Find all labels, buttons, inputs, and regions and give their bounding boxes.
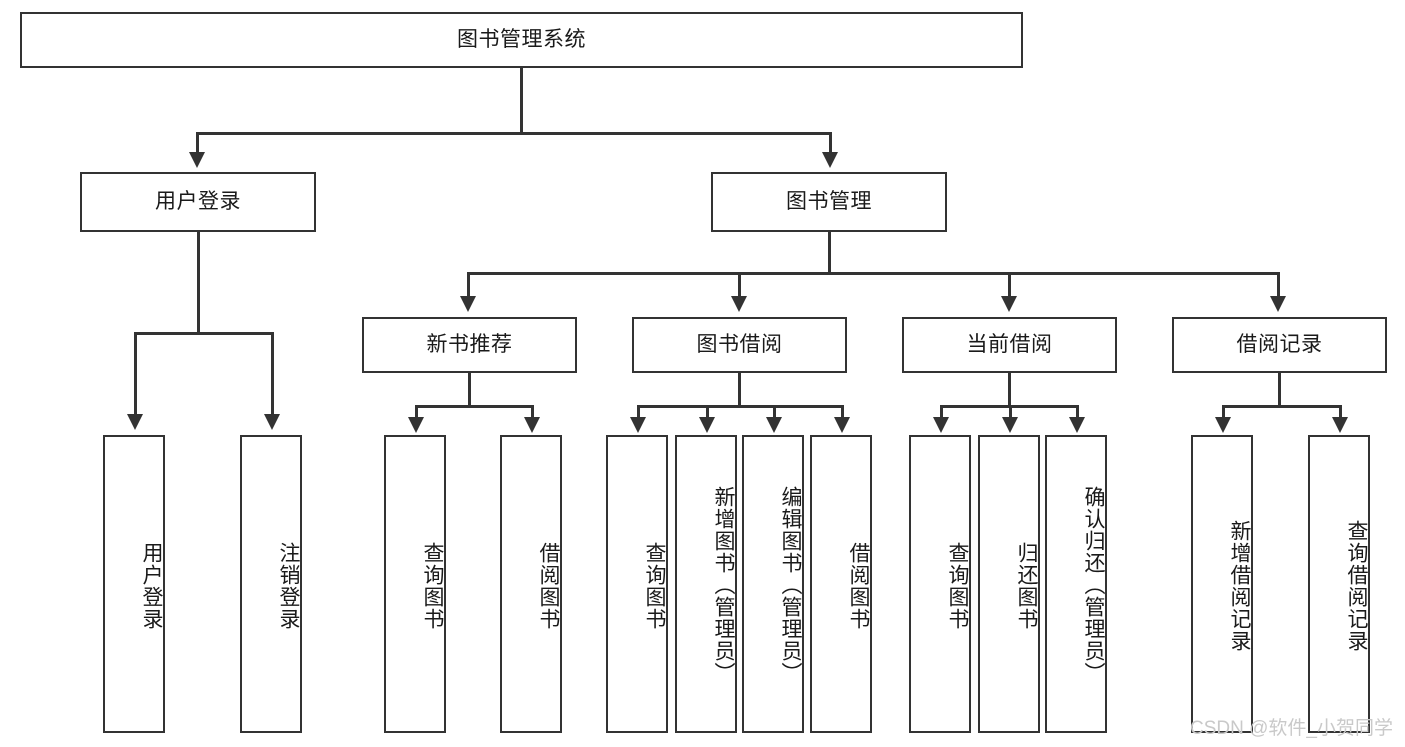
arrow-book-borrow-to-leaf-3 <box>834 417 850 433</box>
leaf-new-book-0[interactable]: 查询图书 <box>384 435 446 733</box>
edge-user-login-bar <box>134 332 274 335</box>
edge-user-login-to-leaf-0 <box>134 332 137 416</box>
arrow-new-book-to-leaf-1 <box>524 417 540 433</box>
edge-borrow-record-to-leaf-1 <box>1339 405 1342 419</box>
node-label: 查询图书 <box>946 542 969 630</box>
arrow-book-borrow-to-leaf-0 <box>630 417 646 433</box>
edge-new-book-to-leaf-1 <box>531 405 534 419</box>
edge-current-borrow-to-leaf-0 <box>940 405 943 419</box>
leaf-current-borrow-1[interactable]: 归还图书 <box>978 435 1040 733</box>
node-label: 图书借阅 <box>696 332 783 356</box>
edge-new-book-to-leaf-0 <box>415 405 418 419</box>
node-book-borrow[interactable]: 图书借阅 <box>632 317 847 373</box>
leaf-user-login-1[interactable]: 注销登录 <box>240 435 302 733</box>
edge-book-borrow-to-leaf-3 <box>841 405 844 419</box>
edge-root-to-user-login <box>196 132 199 156</box>
arrow-borrow-record-to-leaf-1 <box>1332 417 1348 433</box>
node-label: 借阅图书 <box>537 542 560 630</box>
edge-current-borrow-to-leaf-2 <box>1076 405 1079 419</box>
node-label: 新增图书（管理员） <box>712 486 735 684</box>
arrow-root-to-user-login <box>189 152 205 168</box>
edge-book-mgmt-bar <box>467 272 1279 275</box>
edge-root-bar <box>196 132 832 135</box>
arrow-book-mgmt-to-l3-0 <box>460 296 476 312</box>
edge-book-mgmt-to-l3-0 <box>467 272 470 298</box>
node-user-login[interactable]: 用户登录 <box>80 172 316 232</box>
edge-borrow-record-to-leaf-0 <box>1222 405 1225 419</box>
node-label: 新书推荐 <box>426 332 513 356</box>
arrow-root-to-book-mgmt <box>822 152 838 168</box>
arrow-borrow-record-to-leaf-0 <box>1215 417 1231 433</box>
edge-current-borrow-stem <box>1008 373 1011 407</box>
node-label: 归还图书 <box>1015 542 1038 630</box>
edge-user-login-stem <box>197 232 200 334</box>
edge-borrow-record-stem <box>1278 373 1281 407</box>
edge-book-mgmt-stem <box>828 232 831 274</box>
arrow-user-login-to-leaf-1 <box>264 414 280 430</box>
edge-book-borrow-stem <box>738 373 741 407</box>
leaf-user-login-0[interactable]: 用户登录 <box>103 435 165 733</box>
edge-root-to-book-mgmt <box>829 132 832 156</box>
edge-current-borrow-to-leaf-1 <box>1009 405 1012 419</box>
arrow-book-mgmt-to-l3-2 <box>1001 296 1017 312</box>
edge-book-mgmt-to-l3-1 <box>738 272 741 298</box>
node-label: 图书管理 <box>786 189 872 213</box>
node-label: 确认归还（管理员） <box>1082 486 1105 684</box>
node-label: 当前借阅 <box>966 332 1053 356</box>
edge-user-login-to-leaf-1 <box>271 332 274 416</box>
node-label: 查询借阅记录 <box>1345 520 1368 652</box>
leaf-new-book-1[interactable]: 借阅图书 <box>500 435 562 733</box>
node-label: 编辑图书（管理员） <box>779 486 802 684</box>
edge-new-book-bar <box>415 405 534 408</box>
node-label: 注销登录 <box>277 542 300 630</box>
leaf-current-borrow-0[interactable]: 查询图书 <box>909 435 971 733</box>
edge-book-mgmt-to-l3-3 <box>1277 272 1280 298</box>
node-borrow-record[interactable]: 借阅记录 <box>1172 317 1387 373</box>
node-label: 用户登录 <box>155 189 241 213</box>
node-label: 查询图书 <box>643 542 666 630</box>
edge-book-mgmt-to-l3-2 <box>1008 272 1011 298</box>
edge-new-book-stem <box>468 373 471 407</box>
node-root-system[interactable]: 图书管理系统 <box>20 12 1023 68</box>
arrow-current-borrow-to-leaf-2 <box>1069 417 1085 433</box>
node-label: 图书管理系统 <box>457 27 586 51</box>
node-label: 借阅图书 <box>847 542 870 630</box>
node-current-borrow[interactable]: 当前借阅 <box>902 317 1117 373</box>
arrow-book-mgmt-to-l3-1 <box>731 296 747 312</box>
edge-book-borrow-to-leaf-2 <box>773 405 776 419</box>
node-label: 新增借阅记录 <box>1228 520 1251 652</box>
edge-book-borrow-to-leaf-0 <box>637 405 640 419</box>
arrow-book-borrow-to-leaf-1 <box>699 417 715 433</box>
leaf-book-borrow-1[interactable]: 新增图书（管理员） <box>675 435 737 733</box>
arrow-book-mgmt-to-l3-3 <box>1270 296 1286 312</box>
arrow-user-login-to-leaf-0 <box>127 414 143 430</box>
arrow-current-borrow-to-leaf-1 <box>1002 417 1018 433</box>
node-label: 借阅记录 <box>1236 332 1323 356</box>
node-book-management[interactable]: 图书管理 <box>711 172 947 232</box>
leaf-book-borrow-3[interactable]: 借阅图书 <box>810 435 872 733</box>
edge-root-stem <box>520 68 523 134</box>
csdn-watermark: CSDN @软件_小贺同学 <box>1190 718 1393 739</box>
leaf-book-borrow-0[interactable]: 查询图书 <box>606 435 668 733</box>
edge-book-borrow-bar <box>637 405 844 408</box>
node-label: 用户登录 <box>140 542 163 630</box>
leaf-borrow-record-1[interactable]: 查询借阅记录 <box>1308 435 1370 733</box>
leaf-current-borrow-2[interactable]: 确认归还（管理员） <box>1045 435 1107 733</box>
arrow-current-borrow-to-leaf-0 <box>933 417 949 433</box>
leaf-borrow-record-0[interactable]: 新增借阅记录 <box>1191 435 1253 733</box>
arrow-new-book-to-leaf-0 <box>408 417 424 433</box>
edge-book-borrow-to-leaf-1 <box>706 405 709 419</box>
node-label: 查询图书 <box>421 542 444 630</box>
edge-borrow-record-bar <box>1222 405 1342 408</box>
node-new-book-recommend[interactable]: 新书推荐 <box>362 317 577 373</box>
leaf-book-borrow-2[interactable]: 编辑图书（管理员） <box>742 435 804 733</box>
arrow-book-borrow-to-leaf-2 <box>766 417 782 433</box>
